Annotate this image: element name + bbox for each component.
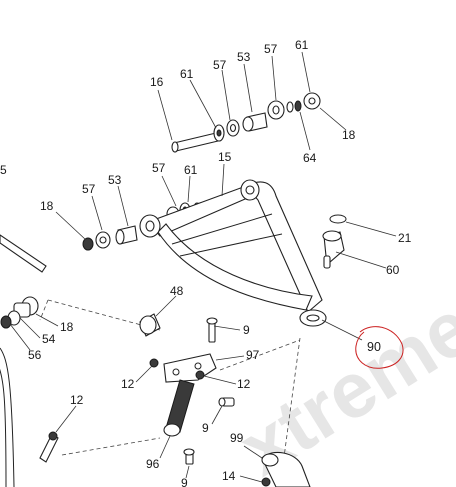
spindle-99: [261, 451, 311, 487]
callout-57: 57: [152, 161, 166, 175]
bushing-stack-left: [0, 296, 39, 329]
bushing-48: [139, 313, 161, 337]
highlight-circle: [355, 326, 404, 369]
callout-12: 12: [121, 377, 135, 391]
callout-48: 48: [170, 284, 184, 298]
callout-12: 12: [237, 377, 251, 391]
callout-90: 90: [367, 340, 381, 354]
callout-9: 9: [181, 476, 188, 487]
callout-18: 18: [40, 199, 54, 213]
callout-54: 54: [42, 332, 56, 346]
callout-18: 18: [342, 128, 356, 142]
callout-64: 64: [303, 151, 317, 165]
link-assembly: [149, 317, 235, 465]
callout-14: 14: [222, 469, 236, 483]
callout-99: 99: [230, 431, 244, 445]
callout-56: 56: [28, 348, 42, 362]
callout-57: 57: [213, 58, 227, 72]
callout-15: 15: [218, 150, 232, 164]
callout-57: 57: [264, 42, 278, 56]
callout-53: 53: [108, 173, 122, 187]
callout-61: 61: [295, 38, 309, 52]
callout-labels: 16 61 57 53 57 61 18 64 5 15 57 61 57 53…: [0, 38, 412, 487]
left-hardware-row: [82, 225, 138, 251]
leader-lines: [9, 51, 397, 483]
callout-18: 18: [60, 320, 74, 334]
callout-5: 5: [0, 163, 7, 177]
callout-97: 97: [246, 348, 260, 362]
callout-61: 61: [184, 163, 198, 177]
callout-16: 16: [150, 75, 164, 89]
callout-21: 21: [398, 231, 412, 245]
callout-9: 9: [202, 421, 209, 435]
callout-9: 9: [243, 323, 250, 337]
frame-tube-left: [0, 234, 47, 487]
upper-a-arm: [139, 179, 327, 327]
callout-96: 96: [146, 457, 160, 471]
upper-hardware-row: [171, 92, 321, 153]
callout-60: 60: [386, 263, 400, 277]
callout-12: 12: [70, 393, 84, 407]
callout-57: 57: [82, 182, 96, 196]
ball-joint: [322, 214, 347, 269]
callout-53: 53: [237, 50, 251, 64]
callout-61: 61: [180, 67, 194, 81]
lower-left-bracket: [39, 431, 59, 463]
